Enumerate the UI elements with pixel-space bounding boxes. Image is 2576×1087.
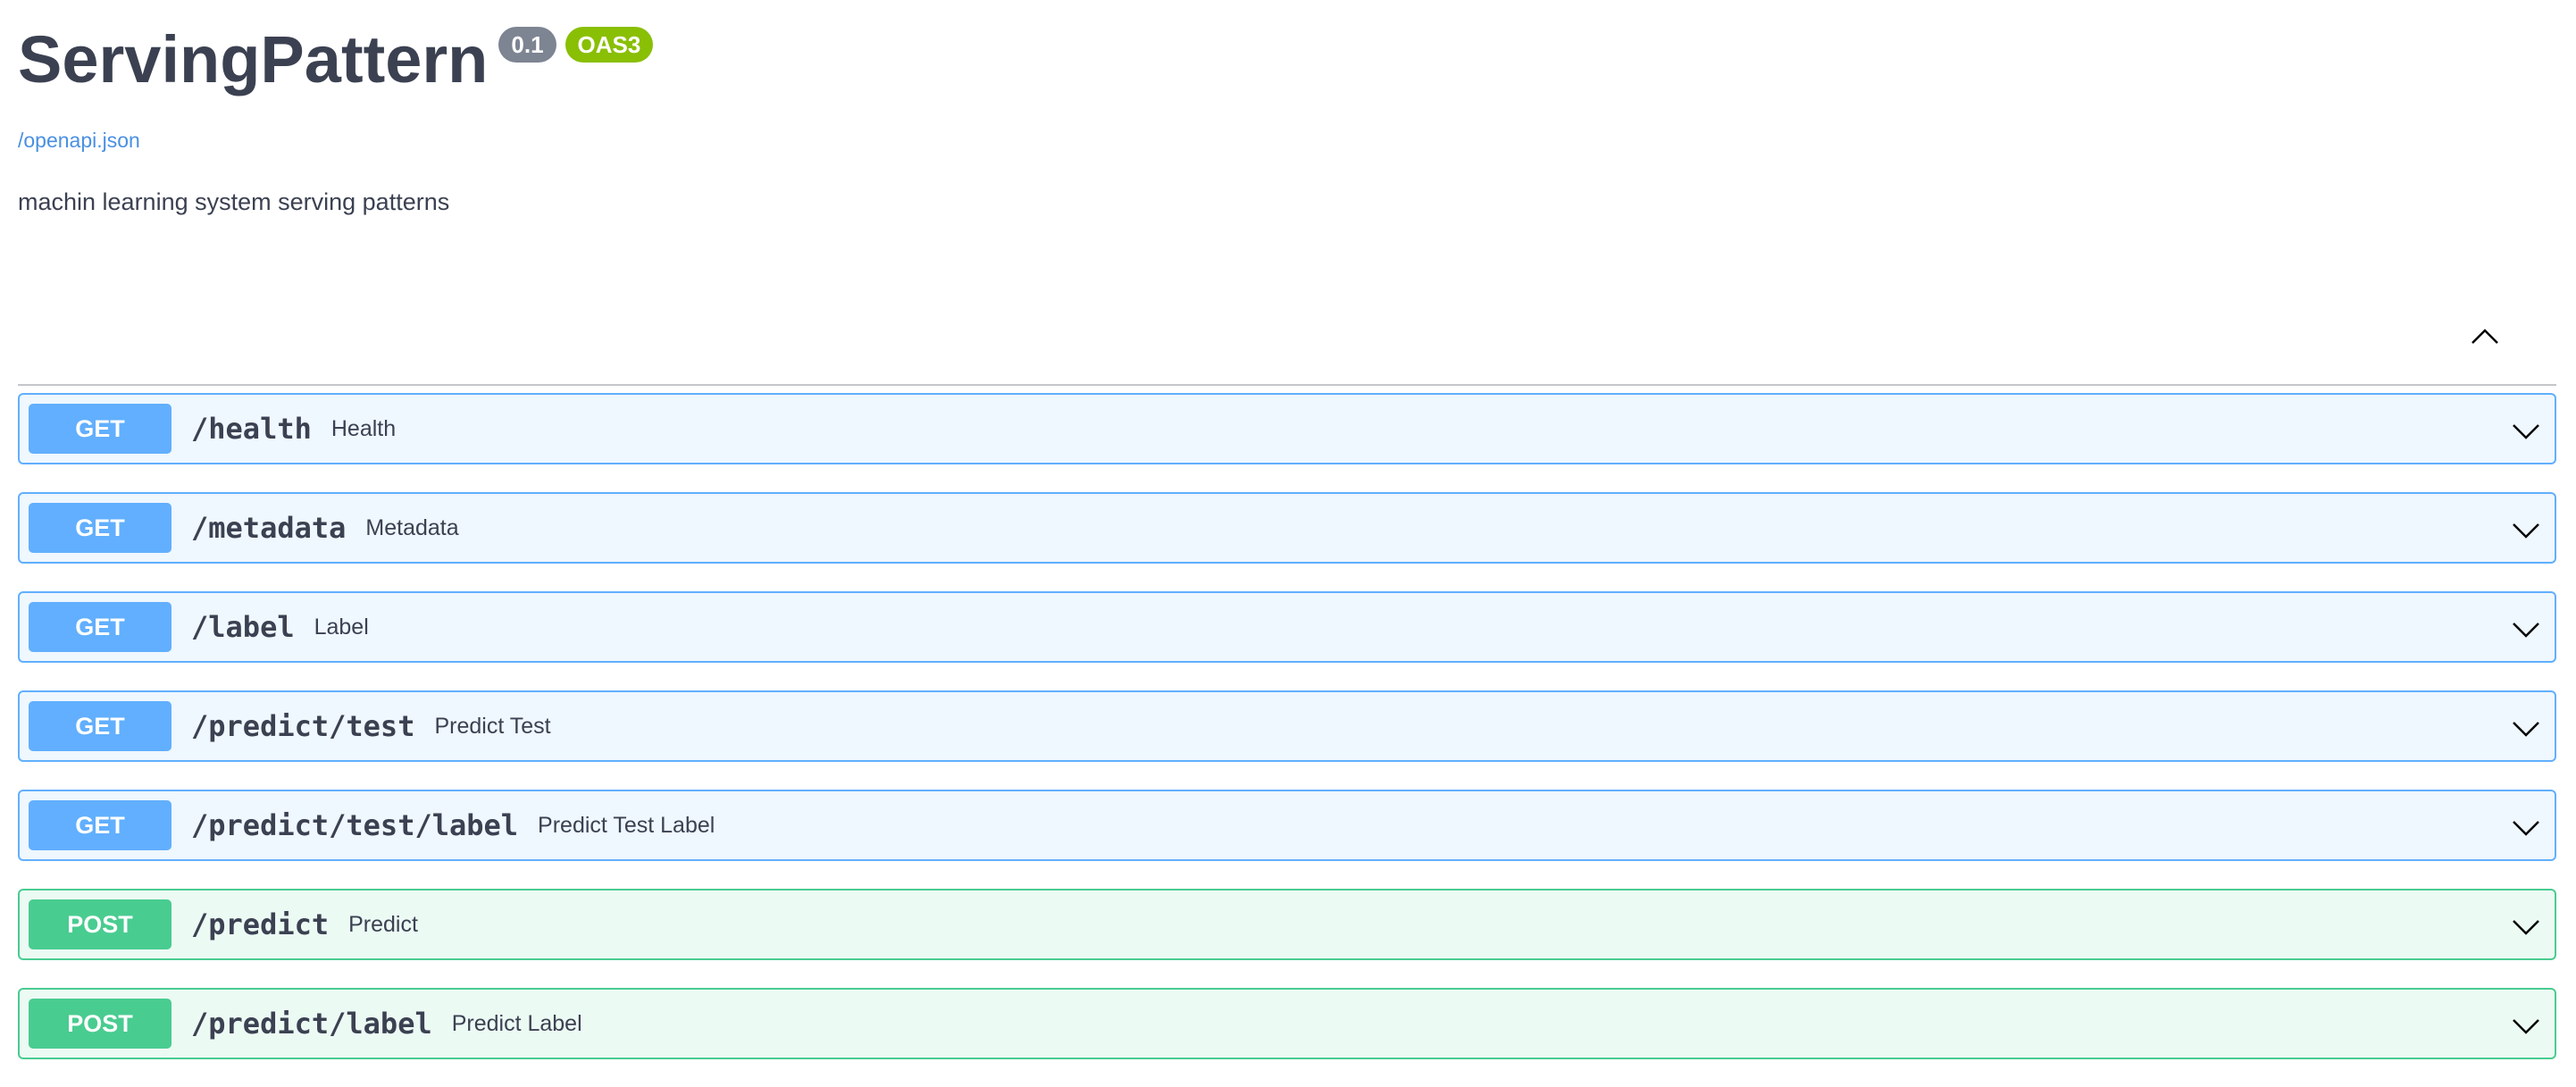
chevron-down-icon[interactable] xyxy=(2510,1009,2542,1041)
operation-summary: Predict xyxy=(348,911,418,937)
chevron-down-icon[interactable] xyxy=(2510,414,2542,447)
api-info: ServingPattern 0.1 OAS3 /openapi.json ma… xyxy=(18,0,2556,216)
operation-summary: Predict Test Label xyxy=(538,812,715,838)
chevron-down-icon[interactable] xyxy=(2510,712,2542,744)
operations-list: GET /health Health GET /metadata Metadat… xyxy=(18,393,2556,1087)
operation-post-predict-label[interactable]: POST /predict/label Predict Label xyxy=(18,988,2556,1059)
operation-get-predict-test-label[interactable]: GET /predict/test/label Predict Test Lab… xyxy=(18,790,2556,861)
chevron-up-icon[interactable] xyxy=(2469,320,2501,352)
operation-summary: Health xyxy=(330,415,397,441)
method-badge: GET xyxy=(29,503,171,553)
page-title: ServingPattern xyxy=(18,22,489,96)
operation-get-label[interactable]: GET /label Label xyxy=(18,591,2556,663)
method-badge: POST xyxy=(29,899,171,949)
api-description: machin learning system serving patterns xyxy=(18,188,450,215)
operation-path: /label xyxy=(191,610,295,644)
method-badge: GET xyxy=(29,800,171,850)
chevron-down-icon[interactable] xyxy=(2510,613,2542,645)
operation-summary: Label xyxy=(314,614,369,640)
title-row: ServingPattern 0.1 OAS3 xyxy=(18,20,2556,100)
operation-path: /predict xyxy=(191,907,330,941)
operation-get-health[interactable]: GET /health Health xyxy=(18,393,2556,464)
method-badge: GET xyxy=(29,701,171,751)
operation-get-metadata[interactable]: GET /metadata Metadata xyxy=(18,492,2556,564)
operation-summary: Predict Test xyxy=(434,713,551,739)
operation-post-predict[interactable]: POST /predict Predict xyxy=(18,889,2556,960)
operation-path: /metadata xyxy=(191,511,347,545)
chevron-down-icon[interactable] xyxy=(2510,811,2542,843)
method-badge: GET xyxy=(29,602,171,652)
method-badge: POST xyxy=(29,999,171,1049)
operation-summary: Predict Label xyxy=(451,1010,582,1036)
operation-summary: Metadata xyxy=(365,514,459,540)
operation-path: /predict/label xyxy=(191,1007,432,1041)
operation-path: /health xyxy=(191,412,312,446)
openapi-json-link[interactable]: /openapi.json xyxy=(18,129,140,152)
chevron-down-icon[interactable] xyxy=(2510,910,2542,942)
swagger-ui: ServingPattern 0.1 OAS3 /openapi.json ma… xyxy=(18,0,2556,1059)
chevron-down-icon[interactable] xyxy=(2510,514,2542,546)
operation-get-predict-test[interactable]: GET /predict/test Predict Test xyxy=(18,690,2556,762)
default-section-header[interactable] xyxy=(18,313,2556,386)
oas-badge: OAS3 xyxy=(565,27,654,63)
operation-path: /predict/test/label xyxy=(191,808,519,842)
method-badge: GET xyxy=(29,404,171,454)
version-badge: 0.1 xyxy=(498,27,556,63)
operation-path: /predict/test xyxy=(191,709,415,743)
